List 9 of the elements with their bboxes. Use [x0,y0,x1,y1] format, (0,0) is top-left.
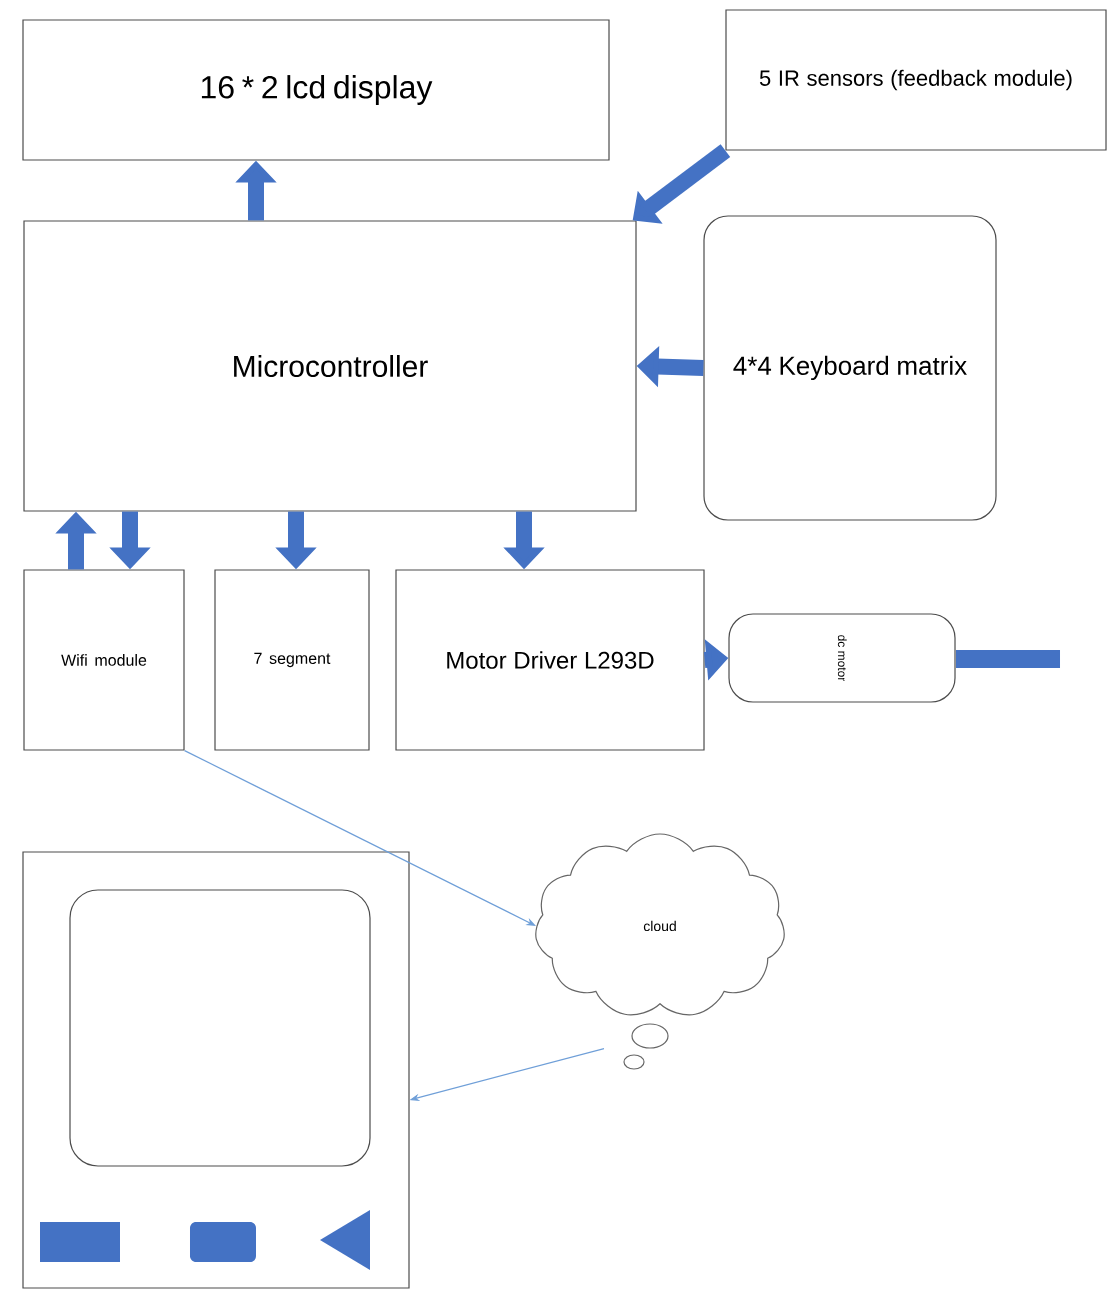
block-box: Motor Driver L293D [395,569,705,751]
block-box: 16 * 2 lcd display [22,19,610,161]
block-box: Microcontroller [23,220,637,512]
block-box: 5 IR sensors (feedback module) [725,9,1107,151]
block-box: 7 segment [214,569,370,751]
rounded-box: 4*4 Keyboard matrix [703,215,997,521]
block-box: Wifi module [23,569,185,751]
arrow [184,750,536,926]
phone-drawing [22,851,410,1289]
